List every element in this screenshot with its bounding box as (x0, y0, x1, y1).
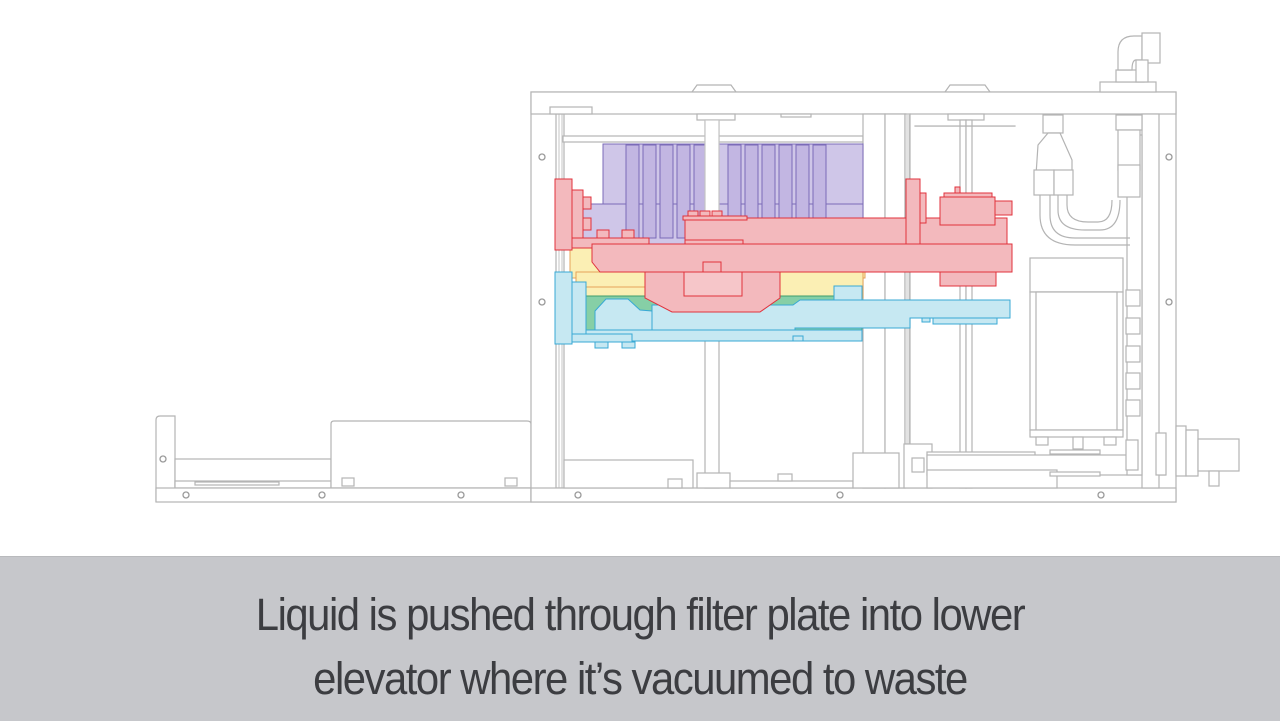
drawer-assembly (156, 416, 531, 502)
machine-diagram (0, 0, 1280, 556)
caption-line-1: Liquid is pushed through filter plate in… (45, 589, 1235, 641)
caption-line-2: elevator where it’s vacuumed to waste (45, 653, 1235, 705)
caption-bar: Liquid is pushed through filter plate in… (0, 556, 1280, 721)
